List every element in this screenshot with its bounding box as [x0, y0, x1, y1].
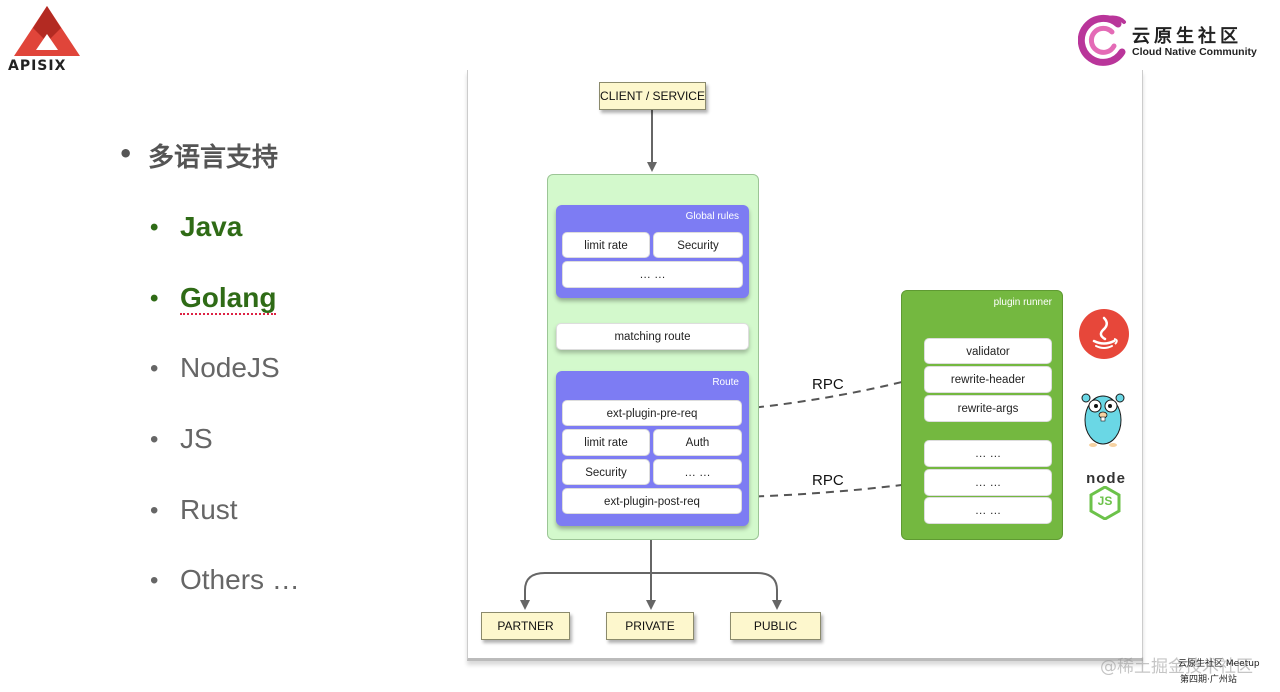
juejin-watermark: @稀土掘金技术社区: [1100, 657, 1253, 677]
bullet-item-rust: • Rust: [150, 494, 238, 526]
route-security-box: Security: [562, 459, 650, 485]
route-more-box: … …: [653, 459, 742, 485]
station-label: 第四期·广州站: [1180, 675, 1237, 685]
diagram-frame: [467, 70, 1143, 661]
golang-gopher-icon: [1081, 393, 1125, 447]
bullet-dot-icon: •: [150, 567, 159, 594]
ext-plugin-pre-req-box: ext-plugin-pre-req: [562, 400, 742, 426]
rpc-bottom-arrow: [741, 480, 912, 498]
bullet-title-text: 多语言支持: [148, 143, 279, 173]
apisix-logo-icon: [14, 6, 80, 56]
client-service-box: CLIENT / SERVICE: [599, 82, 706, 110]
runner-more-box: … …: [924, 469, 1052, 496]
global-rules-title: Global rules: [685, 211, 739, 222]
bullet-item-text: Others …: [180, 564, 300, 595]
bullet-item-text: Rust: [180, 494, 238, 525]
core-to-partner-arrow: [520, 572, 651, 610]
rpc-top-arrow: [741, 377, 912, 410]
plugin-runner-title: plugin runner: [993, 297, 1052, 308]
route-limit-rate-box: limit rate: [562, 429, 650, 456]
bullet-dot-icon: •: [150, 214, 159, 241]
java-icon: [1079, 309, 1129, 359]
route-auth-box: Auth: [653, 429, 742, 456]
bullet-item-js: • JS: [150, 423, 213, 455]
ext-plugin-post-req-box: ext-plugin-post-req: [562, 488, 742, 514]
runner-more-box: … …: [924, 497, 1052, 524]
meetup-label: 云原生社区 Meetup: [1178, 659, 1260, 669]
runner-validator-box: validator: [924, 338, 1052, 364]
global-security-box: Security: [653, 232, 743, 258]
runner-rewrite-header-box: rewrite-header: [924, 366, 1052, 393]
bullet-item-golang: • Golang: [150, 282, 277, 315]
upstream-private-box: PRIVATE: [606, 612, 694, 640]
rpc-top-label: RPC: [812, 376, 844, 393]
bullet-item-text: JS: [180, 423, 213, 454]
bullet-item-java: • Java: [150, 211, 243, 243]
runner-rewrite-args-box: rewrite-args: [924, 395, 1052, 422]
apisix-wordmark: APISIX: [8, 58, 67, 74]
bullet-dot-icon: •: [150, 355, 159, 382]
route-title: Route: [712, 377, 739, 388]
bullet-dot-icon: •: [150, 426, 159, 453]
rpc-bottom-label: RPC: [812, 472, 844, 489]
bullet-dot-icon: •: [150, 497, 159, 524]
upstream-partner-box: PARTNER: [481, 612, 570, 640]
global-more-box: … …: [562, 261, 743, 288]
community-name-cn: 云原生社区: [1132, 26, 1242, 47]
nodejs-hexagon-icon: [1089, 486, 1121, 520]
core-to-public-arrow: [651, 572, 782, 610]
bullet-title: • 多语言支持: [118, 137, 279, 174]
upstream-public-box: PUBLIC: [730, 612, 821, 640]
runner-more-box: … …: [924, 440, 1052, 467]
global-limit-rate-box: limit rate: [562, 232, 650, 258]
nodejs-js-label: JS: [1097, 494, 1113, 508]
bullet-item-text: Java: [180, 211, 243, 242]
community-name-en: Cloud Native Community: [1132, 46, 1257, 58]
nodejs-wordmark: node: [1086, 470, 1126, 487]
bullet-item-others: • Others …: [150, 564, 300, 596]
bullet-item-text: Golang: [180, 282, 277, 315]
matching-route-box: matching route: [556, 323, 749, 350]
bullet-item-text: NodeJS: [180, 352, 280, 383]
cloud-native-community-logo-icon: [1078, 14, 1126, 66]
bullet-dot-icon: •: [150, 285, 159, 312]
bullet-dot-icon: •: [118, 140, 134, 168]
bullet-item-nodejs: • NodeJS: [150, 352, 280, 384]
